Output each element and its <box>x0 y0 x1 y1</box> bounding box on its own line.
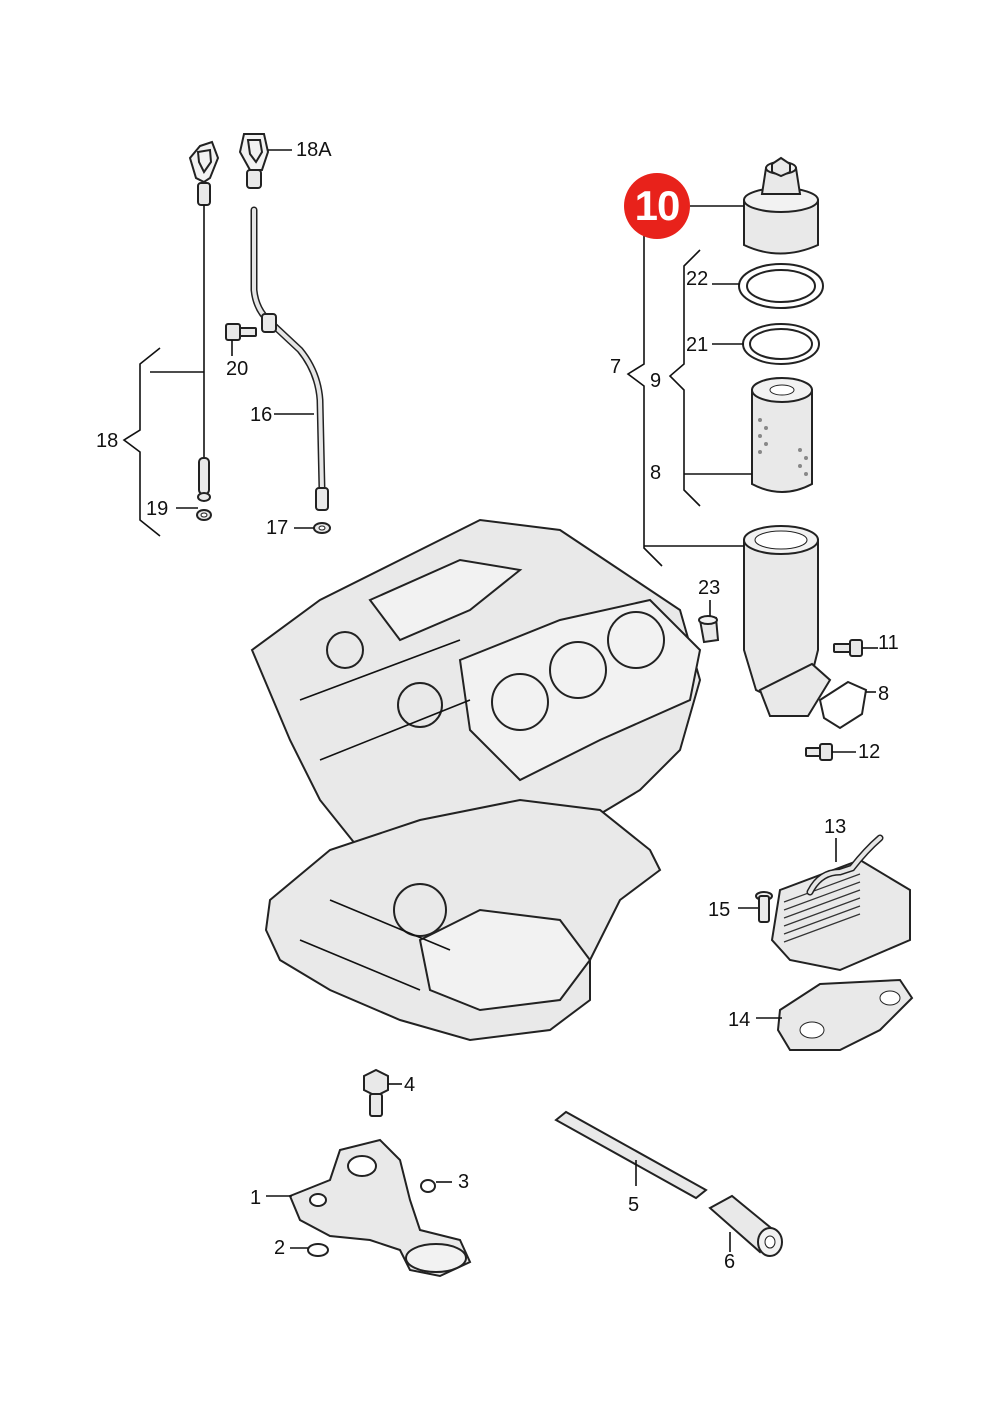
label-12: 12 <box>858 741 881 763</box>
label-13: 13 <box>824 816 847 838</box>
leader-lines <box>122 149 878 1252</box>
bolt-20 <box>225 323 257 341</box>
filter-cap-10 <box>743 156 819 255</box>
label-4: 4 <box>404 1074 416 1096</box>
label-22: 22 <box>686 268 709 290</box>
label-23: 23 <box>698 577 721 599</box>
label-7: 7 <box>610 356 622 378</box>
label-5: 5 <box>628 1194 640 1216</box>
coupling-6 <box>708 1194 783 1257</box>
label-2: 2 <box>274 1237 286 1259</box>
label-18A: 18A <box>296 139 332 161</box>
dipstick-washer-19 <box>196 509 212 521</box>
filter-housing <box>743 525 832 717</box>
drive-shaft-5 <box>554 1110 708 1200</box>
o-ring-21 <box>742 323 820 365</box>
callout-badge-10: 10 <box>624 173 690 239</box>
label-6: 6 <box>724 1251 736 1273</box>
gasket-8 <box>818 680 868 730</box>
label-8-filter: 8 <box>650 462 662 484</box>
bolt-4 <box>363 1068 389 1117</box>
oil-cooler-13 <box>770 834 911 972</box>
label-11: 11 <box>878 632 899 654</box>
label-20: 20 <box>226 358 249 380</box>
washer-17 <box>313 522 331 534</box>
label-3: 3 <box>458 1171 470 1193</box>
bolt-15 <box>755 891 773 923</box>
bolt-23 <box>698 615 720 644</box>
label-9: 9 <box>650 370 662 392</box>
o-ring-3 <box>420 1179 436 1193</box>
bolt-11 <box>833 639 863 657</box>
cooler-gasket-14 <box>776 978 914 1051</box>
label-17: 17 <box>266 517 289 539</box>
filter-element-8 <box>751 377 813 493</box>
label-1: 1 <box>250 1187 262 1209</box>
label-8-gasket: 8 <box>878 683 890 705</box>
o-ring-2 <box>307 1243 329 1257</box>
label-21: 21 <box>686 334 709 356</box>
dipstick <box>188 140 220 502</box>
oil-pump-1 <box>288 1138 472 1278</box>
label-18: 18 <box>96 430 119 452</box>
label-14: 14 <box>728 1009 751 1031</box>
oil-pan <box>264 798 662 1042</box>
engine-block <box>250 518 702 881</box>
o-ring-22 <box>738 263 824 309</box>
bolt-12 <box>805 743 833 761</box>
label-15: 15 <box>708 899 731 921</box>
label-19: 19 <box>146 498 169 520</box>
label-16: 16 <box>250 404 273 426</box>
guide-tube <box>238 133 329 511</box>
